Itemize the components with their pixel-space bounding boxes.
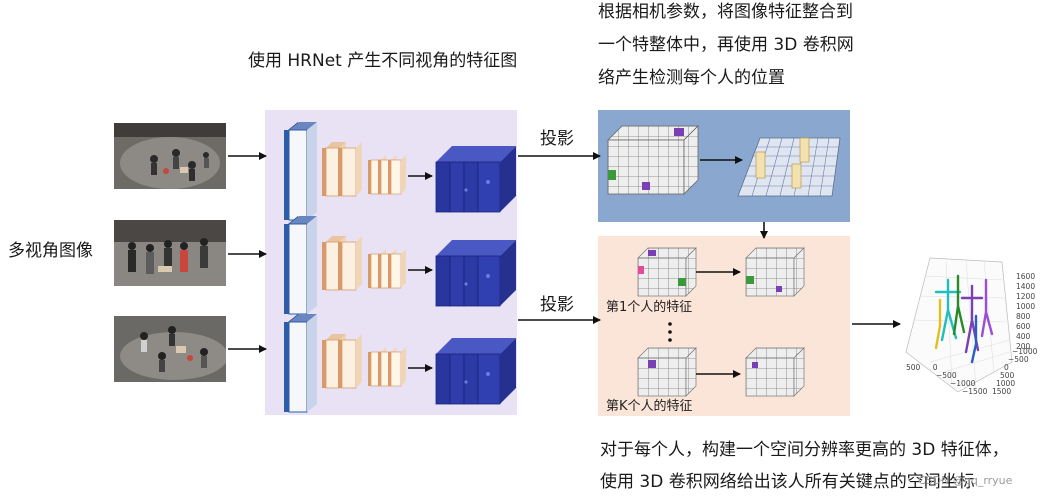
x-tick: 500	[906, 363, 921, 372]
top-caption-line-3: 络产生检测每个人的位置	[598, 68, 785, 88]
bottom-caption-line-1: 对于每个人，构建一个空间分辨率更高的 3D 特征体，	[600, 440, 1009, 460]
pose-3d-plot	[905, 257, 1013, 393]
person-last-label: 第K个人的特征	[606, 399, 693, 414]
person-first-label: 第1个人的特征	[606, 300, 693, 315]
z-tick: 600	[1016, 322, 1031, 331]
y-tick: 1000	[996, 379, 1016, 388]
x-tick: −1000	[950, 379, 976, 388]
person-1-volume-cube	[637, 247, 697, 297]
project-label-bottom: 投影	[540, 295, 574, 315]
hrnet-caption: 使用 HRNet 产生不同视角的特征图	[248, 51, 518, 71]
y-tick: −1000	[1012, 347, 1038, 356]
y-tick: −500	[1008, 355, 1029, 364]
project-label-top: 投影	[540, 129, 574, 149]
hrnet-branch-2	[284, 216, 516, 314]
y-tick: 500	[1000, 371, 1015, 380]
person-k-volume-cube	[637, 347, 697, 397]
input-label: 多视角图像	[8, 241, 93, 261]
bottom-caption-line-2: 使用 3D 卷积网络给出该人所有关键点的空间坐标	[600, 472, 975, 492]
feature-volume-cube	[607, 125, 699, 195]
z-tick: 1400	[1016, 282, 1036, 291]
top-caption-line-2: 一个特整体中，再使用 3D 卷积网	[598, 35, 854, 55]
hrnet-branch-1	[284, 122, 516, 220]
z-tick: 1000	[1016, 302, 1036, 311]
top-caption-line-1: 根据相机参数，将图像特征整合到	[598, 2, 853, 22]
z-tick: 400	[1016, 332, 1031, 341]
view-image-3	[114, 316, 226, 382]
person-k-refined-cube	[745, 347, 805, 397]
x-tick: −500	[936, 371, 957, 380]
hrnet-branch-3	[284, 314, 516, 412]
plot-x-ticks: 500 0 −500 −1000 −1500	[906, 363, 988, 396]
view-image-2	[114, 220, 226, 286]
z-tick: 200	[1016, 342, 1031, 351]
plot-y-ticks: −1000 −500 0 500 1000 1500	[992, 347, 1038, 396]
z-tick: 800	[1016, 312, 1031, 321]
x-tick: −1500	[962, 387, 988, 396]
detection-grid	[737, 137, 841, 197]
x-tick: 0	[932, 363, 938, 372]
y-tick: 1500	[992, 387, 1012, 396]
y-tick: 0	[1004, 363, 1009, 372]
z-tick: 1200	[1016, 292, 1036, 301]
person-1-refined-cube	[745, 247, 805, 297]
view-image-1	[114, 123, 226, 189]
z-tick: 1600	[1016, 272, 1036, 281]
ellipsis-dots	[668, 322, 672, 342]
watermark: CSDN @qq_rryue	[918, 474, 1013, 487]
plot-z-ticks: 1600 1400 1200 1000 800 600 400 200	[1016, 272, 1035, 352]
